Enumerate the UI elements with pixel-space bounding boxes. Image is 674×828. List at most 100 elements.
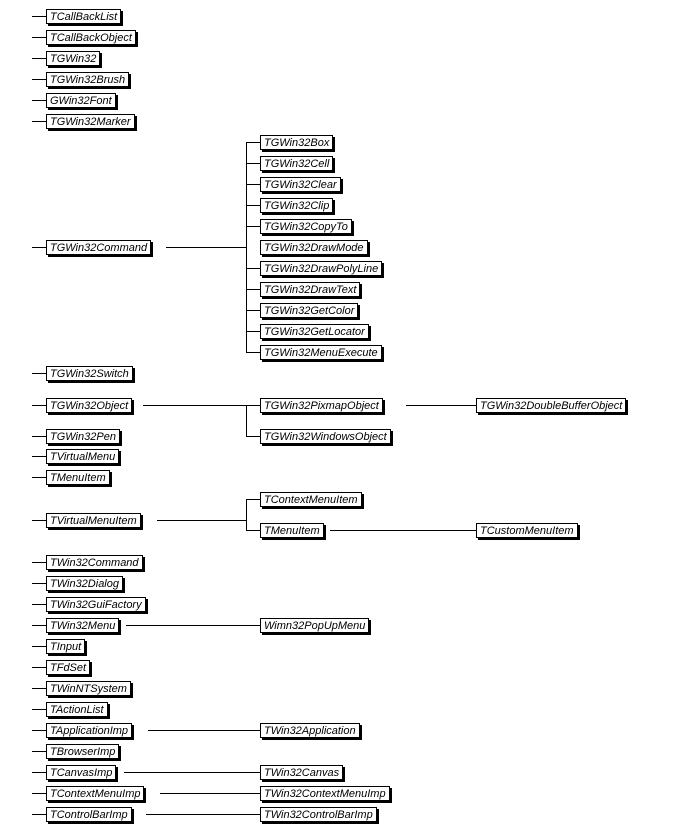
class-box-tgwin32clip[interactable]: TGWin32Clip xyxy=(260,198,334,213)
class-box-tgwin32getlocator[interactable]: TGWin32GetLocator xyxy=(260,324,369,339)
class-box-tgwin32box[interactable]: TGWin32Box xyxy=(260,135,334,150)
connector xyxy=(32,247,46,248)
connector xyxy=(124,772,260,773)
class-box-tgwin32object[interactable]: TGWin32Object xyxy=(46,398,133,413)
class-box-twin32dialog[interactable]: TWin32Dialog xyxy=(46,576,123,591)
connector xyxy=(32,583,46,584)
connector xyxy=(246,184,260,185)
connector xyxy=(246,268,260,269)
connector xyxy=(246,352,260,353)
connector xyxy=(246,142,260,143)
connector xyxy=(32,121,46,122)
class-box-tgwin32marker[interactable]: TGWin32Marker xyxy=(46,114,135,129)
connector xyxy=(246,205,260,206)
connector xyxy=(32,37,46,38)
class-box-tmenuitem[interactable]: TMenuItem xyxy=(46,470,110,485)
class-box-twin32contextmenuimp[interactable]: TWin32ContextMenuImp xyxy=(260,786,390,801)
connector xyxy=(32,709,46,710)
connector xyxy=(246,331,260,332)
class-box-tbrowserimp[interactable]: TBrowserImp xyxy=(46,744,120,759)
class-box-tcontextmenuimp[interactable]: TContextMenuImp xyxy=(46,786,145,801)
class-box-tgwin32brush[interactable]: TGWin32Brush xyxy=(46,72,130,87)
class-box-tgwin32drawmode[interactable]: TGWin32DrawMode xyxy=(260,240,368,255)
class-box-tgwin32cell[interactable]: TGWin32Cell xyxy=(260,156,334,171)
connector xyxy=(330,530,476,531)
connector xyxy=(246,226,260,227)
class-box-tgwin32pen[interactable]: TGWin32Pen xyxy=(46,429,120,444)
connector xyxy=(126,625,260,626)
connector xyxy=(157,520,246,521)
connector xyxy=(246,499,260,500)
connector xyxy=(146,814,260,815)
class-box-twinntsystem[interactable]: TWinNTSystem xyxy=(46,681,131,696)
connector xyxy=(246,530,260,531)
class-box-tactionlist[interactable]: TActionList xyxy=(46,702,108,717)
class-box-tgwin32clear[interactable]: TGWin32Clear xyxy=(260,177,341,192)
class-box-tvirtualmenuitem[interactable]: TVirtualMenuItem xyxy=(46,513,141,528)
class-box-tfdset[interactable]: TFdSet xyxy=(46,660,91,675)
connector xyxy=(406,405,476,406)
class-box-twin32guifactory[interactable]: TWin32GuiFactory xyxy=(46,597,146,612)
connector xyxy=(166,247,246,248)
connector xyxy=(246,499,247,531)
class-box-tgwin32command[interactable]: TGWin32Command xyxy=(46,240,152,255)
connector xyxy=(32,405,46,406)
class-box-tgwin32copyto[interactable]: TGWin32CopyTo xyxy=(260,219,352,234)
class-box-twin32controlbarimp[interactable]: TWin32ControlBarImp xyxy=(260,807,377,822)
class-box-tinput[interactable]: TInput xyxy=(46,639,86,654)
class-box-tcallbackobject[interactable]: TCallBackObject xyxy=(46,30,136,45)
connector xyxy=(32,100,46,101)
connector xyxy=(32,667,46,668)
class-box-tgwin32[interactable]: TGWin32 xyxy=(46,51,101,66)
connector xyxy=(32,436,46,437)
connector xyxy=(246,405,247,437)
connector xyxy=(246,289,260,290)
class-box-twin32canvas[interactable]: TWin32Canvas xyxy=(260,765,344,780)
connector xyxy=(32,814,46,815)
class-box-tcanvasimp[interactable]: TCanvasImp xyxy=(46,765,117,780)
connector xyxy=(246,142,247,353)
connector xyxy=(148,730,260,731)
connector xyxy=(32,625,46,626)
class-box-twin32menu[interactable]: TWin32Menu xyxy=(46,618,120,633)
class-box-tgwin32menuexecute[interactable]: TGWin32MenuExecute xyxy=(260,345,382,360)
class-box-twin32application[interactable]: TWin32Application xyxy=(260,723,360,738)
connector xyxy=(32,562,46,563)
connector xyxy=(32,373,46,374)
class-box-tcontextmenuitem[interactable]: TContextMenuItem xyxy=(260,492,362,507)
class-box-tapplicationimp[interactable]: TApplicationImp xyxy=(46,723,133,738)
class-box-twin32command[interactable]: TWin32Command xyxy=(46,555,143,570)
class-box-tgwin32switch[interactable]: TGWin32Switch xyxy=(46,366,133,381)
connector xyxy=(246,436,260,437)
connector xyxy=(160,793,260,794)
connector xyxy=(32,730,46,731)
connector xyxy=(32,79,46,80)
class-box-tgwin32getcolor[interactable]: TGWin32GetColor xyxy=(260,303,359,318)
connector xyxy=(32,751,46,752)
class-box-tcustommenuitem[interactable]: TCustomMenuItem xyxy=(476,523,578,538)
connector xyxy=(32,688,46,689)
class-box-tgwin32pixmapobject[interactable]: TGWin32PixmapObject xyxy=(260,398,383,413)
connector xyxy=(32,793,46,794)
connector xyxy=(32,16,46,17)
class-box-gwin32font[interactable]: GWin32Font xyxy=(46,93,116,108)
connector xyxy=(32,604,46,605)
connector xyxy=(32,477,46,478)
class-box-tvirtualmenu[interactable]: TVirtualMenu xyxy=(46,449,120,464)
connector xyxy=(32,520,46,521)
class-box-wimn32popupmenu[interactable]: Wimn32PopUpMenu xyxy=(260,618,370,633)
class-box-tcontrolbarimp[interactable]: TControlBarImp xyxy=(46,807,132,822)
class-box-tgwin32drawpolyline[interactable]: TGWin32DrawPolyLine xyxy=(260,261,383,276)
class-box-tmenuitem-child[interactable]: TMenuItem xyxy=(260,523,324,538)
class-box-tgwin32drawtext[interactable]: TGWin32DrawText xyxy=(260,282,361,297)
connector xyxy=(32,646,46,647)
connector xyxy=(32,772,46,773)
connector xyxy=(246,163,260,164)
connector xyxy=(246,310,260,311)
connector xyxy=(32,456,46,457)
class-box-tcallbacklist[interactable]: TCallBackList xyxy=(46,9,122,24)
class-box-tgwin32doublebufferobject[interactable]: TGWin32DoubleBufferObject xyxy=(476,398,627,413)
class-box-tgwin32windowsobject[interactable]: TGWin32WindowsObject xyxy=(260,429,391,444)
connector xyxy=(143,405,260,406)
